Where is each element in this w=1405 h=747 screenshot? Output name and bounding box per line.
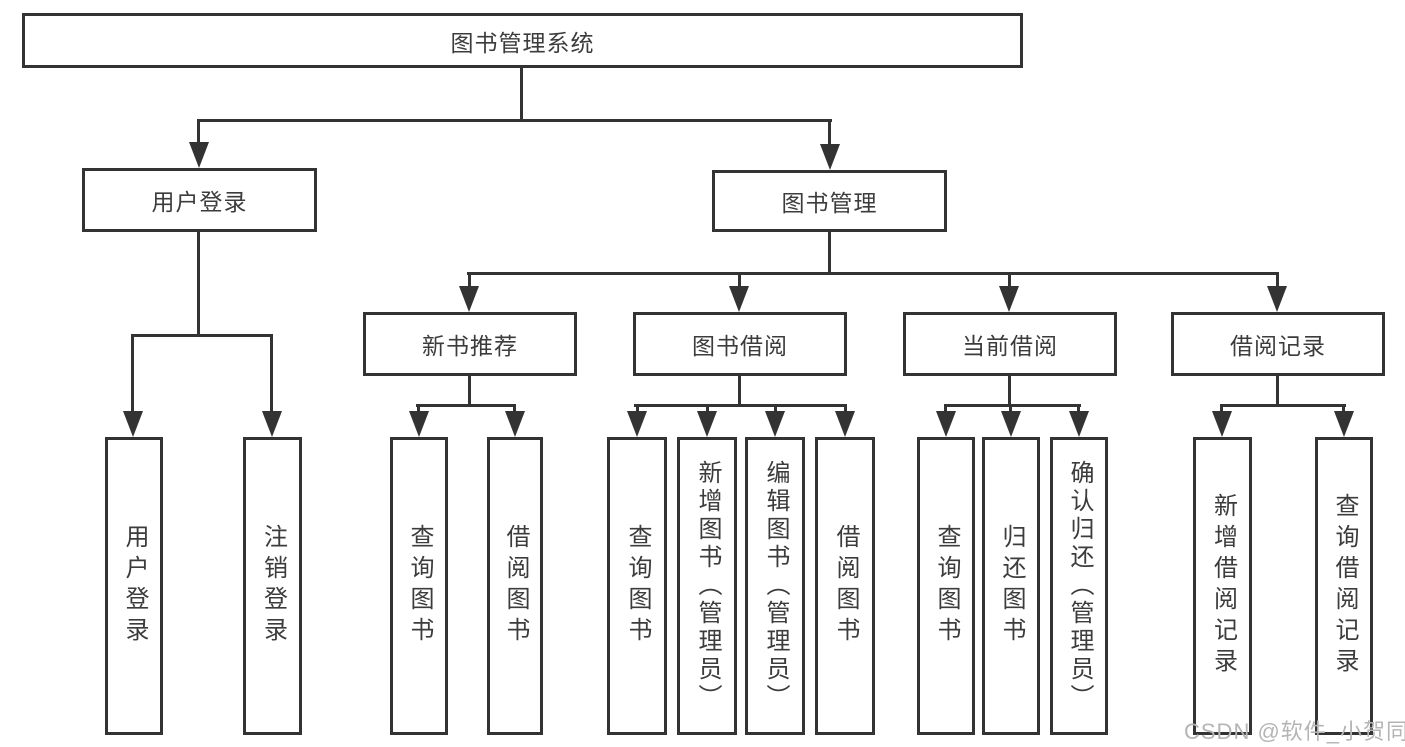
arrowhead-book-mgmt [820,144,840,170]
connector-to-leaf-edit-book [774,404,777,416]
connector-root-rail [197,119,832,122]
arrowhead-borrow-records [1267,286,1287,312]
leaf-borrow-books-1-label: 借阅图书 [502,524,529,648]
node-borrow-records-label: 借阅记录 [1230,333,1326,359]
connector-to-leaf-logout [270,334,273,414]
leaf-add-book-admin-label: 新增图书（管理员） [694,460,721,712]
node-new-book-recommend-label: 新书推荐 [422,333,518,359]
leaf-logout: 注销登录 [243,437,302,735]
leaf-query-books-1: 查询图书 [390,437,448,735]
leaf-add-borrow-record: 新增借阅记录 [1193,437,1252,735]
connector-borrow-records-rail [1220,404,1346,407]
connector-to-leaf-add-record [1220,404,1223,416]
arrowhead-leaf-query-record [1334,411,1354,437]
arrowhead-leaf-return-book [1001,411,1021,437]
node-book-borrow: 图书借阅 [633,312,847,376]
leaf-edit-book-admin-label: 编辑图书（管理员） [762,460,789,712]
arrowhead-leaf-add-record [1212,411,1232,437]
arrowhead-leaf-logout [262,411,282,437]
leaf-add-book-admin: 新增图书（管理员） [677,437,737,735]
node-user-login-branch: 用户登录 [82,168,317,232]
leaf-borrow-books-2: 借阅图书 [815,437,875,735]
node-current-borrow-label: 当前借阅 [962,333,1058,359]
connector-current-borrow-rail [944,404,1081,407]
connector-to-leaf-add-book [706,404,709,416]
connector-to-leaf-borrow-books-1 [513,404,516,416]
leaf-edit-book-admin: 编辑图书（管理员） [745,437,805,735]
connector-to-leaf-confirm-return [1077,404,1080,416]
node-library-system-label: 图书管理系统 [450,29,595,56]
leaf-confirm-return-admin: 确认归还（管理员） [1050,437,1108,735]
arrowhead-new-book [459,286,479,312]
connector-to-leaf-user-login [131,334,134,414]
arrowhead-leaf-query-books-1 [409,411,429,437]
leaf-query-borrow-record: 查询借阅记录 [1315,437,1373,735]
connector-to-leaf-query-books-2 [636,404,639,416]
leaf-query-books-3-label: 查询图书 [933,524,960,648]
connector-current-borrow-stem [1008,374,1011,407]
connector-to-book-mgmt [828,119,831,149]
arrowhead-leaf-user-login [123,411,143,437]
connector-new-book-stem [468,374,471,407]
connector-to-leaf-return-book [1009,404,1012,416]
node-user-login-branch-label: 用户登录 [151,189,248,215]
leaf-confirm-return-admin-label: 确认归还（管理员） [1066,460,1093,712]
leaf-user-login-label: 用户登录 [121,524,148,648]
arrowhead-leaf-confirm-return [1069,411,1089,437]
arrowhead-user-login [189,142,209,168]
connector-to-leaf-borrow-books-2 [844,404,847,416]
connector-book-borrow-rail [634,404,846,407]
connector-to-new-book [468,272,471,290]
node-borrow-records: 借阅记录 [1171,312,1385,376]
arrowhead-current-borrow [999,286,1019,312]
node-current-borrow: 当前借阅 [903,312,1117,376]
connector-user-login-stem [197,230,200,337]
leaf-query-books-2-label: 查询图书 [624,524,651,648]
node-new-book-recommend: 新书推荐 [363,312,577,376]
connector-user-login-rail [131,334,273,337]
connector-to-user-login [197,119,200,147]
arrowhead-leaf-query-books-3 [936,411,956,437]
arrowhead-leaf-borrow-books-2 [835,411,855,437]
leaf-query-books-1-label: 查询图书 [406,524,433,648]
connector-root-stem [520,67,523,122]
connector-to-leaf-query-record [1342,404,1345,416]
leaf-query-borrow-record-label: 查询借阅记录 [1331,493,1358,679]
leaf-add-borrow-record-label: 新增借阅记录 [1209,493,1237,679]
node-library-system: 图书管理系统 [22,13,1023,68]
connector-to-leaf-query-books-3 [944,404,947,416]
leaf-borrow-books-1: 借阅图书 [487,437,543,735]
connector-to-current-borrow [1008,272,1011,290]
connector-to-leaf-query-books-1 [417,404,420,416]
node-book-management: 图书管理 [712,170,947,232]
connector-book-mgmt-rail [467,272,1279,275]
leaf-borrow-books-2-label: 借阅图书 [832,524,859,648]
leaf-query-books-2: 查询图书 [607,437,667,735]
arrowhead-leaf-query-books-2 [627,411,647,437]
leaf-return-book-label: 归还图书 [998,524,1025,648]
csdn-watermark: CSDN @软件_小贺同学 [1184,719,1405,744]
connector-book-borrow-stem [738,374,741,407]
connector-new-book-rail [416,404,516,407]
arrowhead-leaf-borrow-books-1 [505,411,525,437]
arrowhead-leaf-edit-book [765,411,785,437]
node-book-management-label: 图书管理 [781,190,878,216]
connector-to-book-borrow [738,272,741,290]
leaf-logout-label: 注销登录 [259,524,287,648]
arrowhead-book-borrow [729,286,749,312]
leaf-user-login: 用户登录 [105,437,163,735]
leaf-query-books-3: 查询图书 [917,437,975,735]
arrowhead-leaf-add-book [697,411,717,437]
connector-book-mgmt-stem [828,230,831,275]
connector-borrow-records-stem [1276,374,1279,407]
leaf-return-book: 归还图书 [982,437,1040,735]
node-book-borrow-label: 图书借阅 [692,333,788,359]
connector-to-borrow-records [1276,272,1279,290]
